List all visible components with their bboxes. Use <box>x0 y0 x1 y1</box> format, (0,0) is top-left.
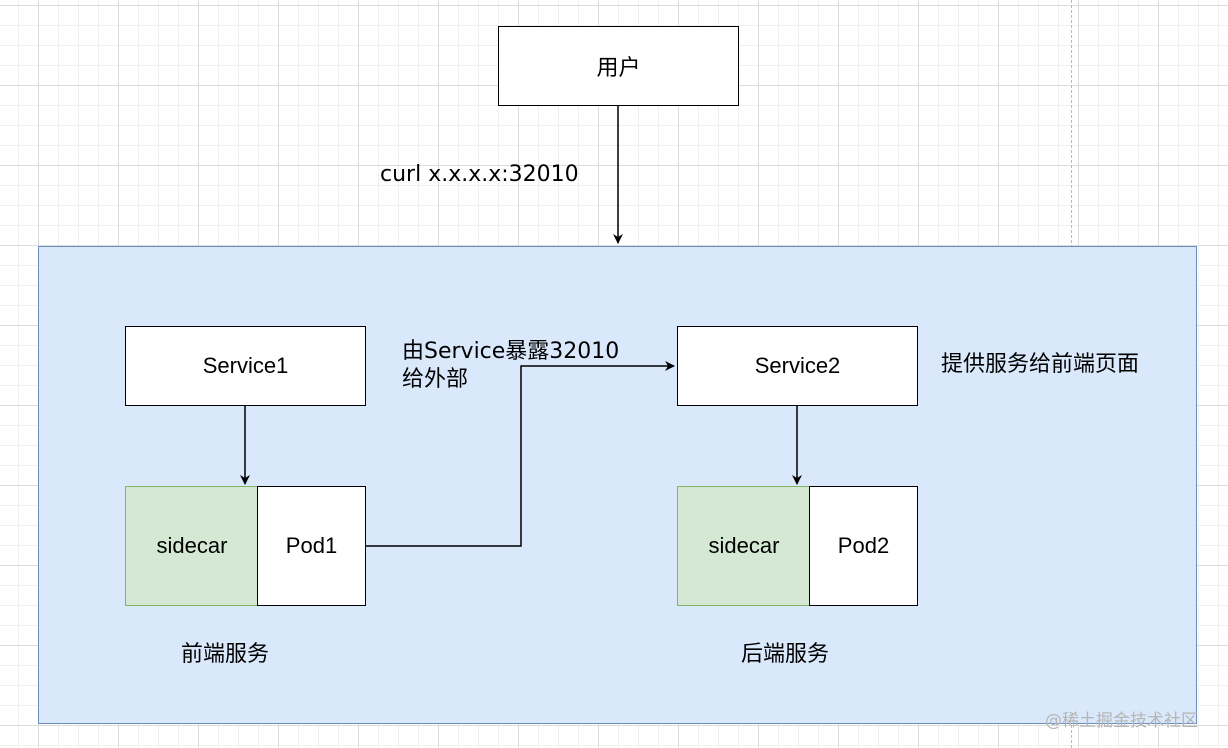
frontend-label: 前端服务 <box>181 642 270 667</box>
service1-label: Service1 <box>202 353 289 378</box>
service2-node[interactable]: Service2 <box>677 326 918 406</box>
service2-label: Service2 <box>754 353 841 378</box>
expose-label-line2: 给外部 <box>402 367 469 392</box>
pod1-sidecar-label: sidecar <box>156 533 228 558</box>
service2-desc-label: 提供服务给前端页面 <box>941 352 1140 377</box>
expose-label-line1: 由Service暴露32010 <box>402 339 620 364</box>
service1-node[interactable]: Service1 <box>125 326 366 406</box>
backend-label: 后端服务 <box>741 642 830 667</box>
pod2-label: Pod2 <box>837 533 890 558</box>
user-node-label: 用户 <box>596 55 641 80</box>
pod2-sidecar[interactable]: sidecar <box>677 486 811 606</box>
expose-label: 由Service暴露32010 给外部 <box>402 338 619 394</box>
pod2-node[interactable]: Pod2 <box>809 486 918 606</box>
pod2-sidecar-label: sidecar <box>708 533 780 558</box>
pod1-sidecar[interactable]: sidecar <box>125 486 259 606</box>
user-node[interactable]: 用户 <box>498 26 739 106</box>
curl-label: curl x.x.x.x:32010 <box>380 162 579 187</box>
pod1-node[interactable]: Pod1 <box>257 486 366 606</box>
watermark: @稀土掘金技术社区 <box>1045 711 1198 731</box>
pod1-label: Pod1 <box>285 533 338 558</box>
